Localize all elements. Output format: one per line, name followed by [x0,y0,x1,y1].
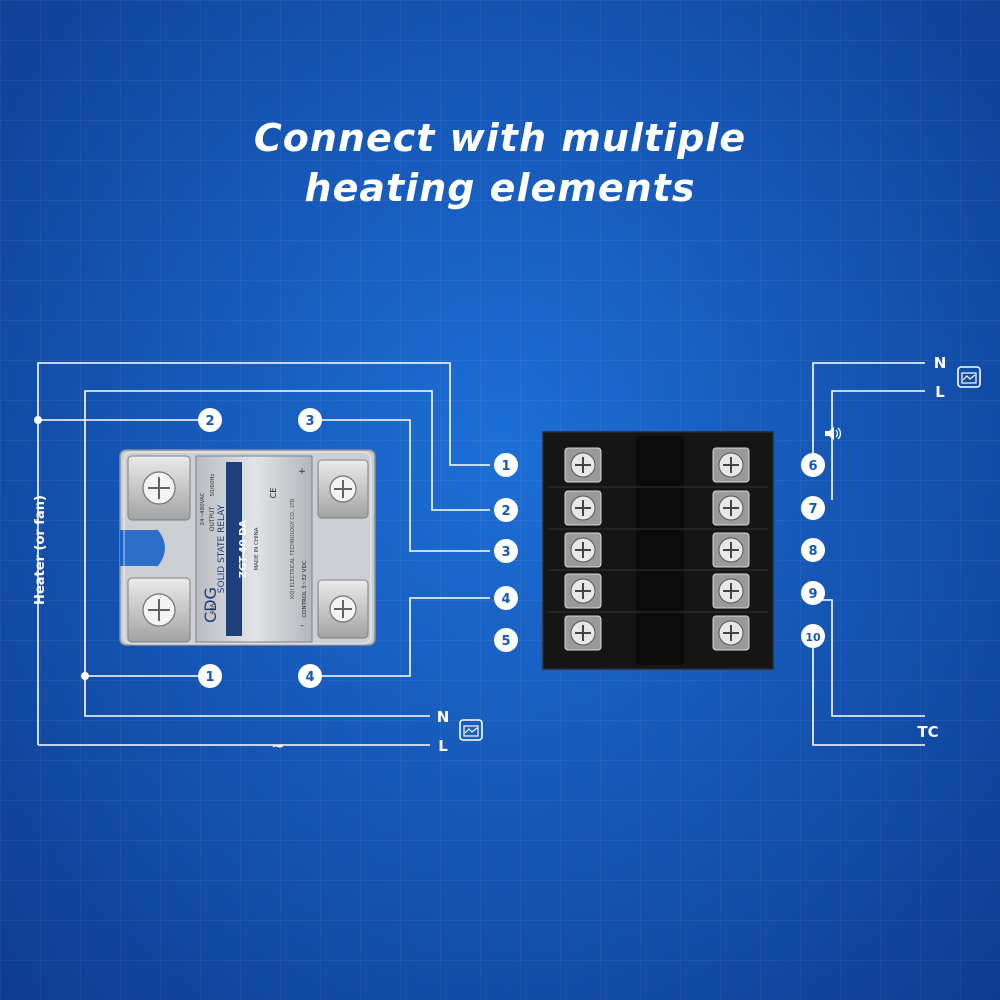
controller-screw-right [712,573,750,609]
wire-ssr4-to-ctrl-4 [310,597,490,677]
controller-pin-badge-8: 8 [801,538,825,562]
ssr-screw [329,595,357,623]
controller-screw-right [712,447,750,483]
ssr-control: CONTROL 3~32 VDC [302,560,308,617]
title-line-1: Connect with multiple [253,116,747,160]
wire-ssr3-to-ctrl-3 [310,419,490,552]
wire-heater-to-ctrl-1 [37,362,490,745]
controller-pin-badge-10: 10 [801,624,825,648]
ssr-pin-badge-2: 2 [198,408,222,432]
ssr-model: ZGT-40 DA [238,520,249,578]
ssr-terminal-plus: + [298,467,306,477]
ssr-pin-badge-3: 3 [298,408,322,432]
controller-screw-left [564,615,602,651]
ssr-model-stripe [226,462,242,636]
title-line-2: heating elements [304,166,696,210]
controller-pin-badge-7: 7 [801,496,825,520]
controller-pin-badge-3: 3 [494,539,518,563]
controller-pin-badge-5: 5 [494,628,518,652]
ssr-screw [142,593,176,627]
ssr-ce-mark: CE [269,488,278,499]
speaker-icon [825,427,842,440]
ssr-sub-label: (PRE-CONDITIONED) [229,518,236,579]
svg-text:2: 2 [501,504,510,519]
controller-pin-badge-2: 2 [494,498,518,522]
power-supply-icon [459,719,483,741]
svg-text:8: 8 [808,544,817,559]
controller-screw-right [712,490,750,526]
wire-tc-9 [813,599,925,717]
tilde-label: ~ [271,736,284,755]
controller-screw-left [564,447,602,483]
controller-screw-right [712,615,750,651]
svg-text:3: 3 [501,545,510,560]
power-supply-icon [957,366,981,388]
heater-label: Heater (or fan) [33,495,48,605]
solid-state-relay: SOLID STATE RELAY (PRE-CONDITIONED) ZGT-… [119,449,376,646]
ssr-pin-badge-4: 4 [298,664,322,688]
svg-text:5: 5 [501,634,510,649]
ssr-frequency: 50/60Hz [210,473,216,496]
ssr-maker: XIQI ELECTRICAL TECHNOLOGY CO., LTD [290,498,296,599]
ssr-output-label: OUTPUT [209,506,216,531]
ssr-brand-logo: CDG [201,587,220,623]
l-label-top: L [935,383,945,401]
l-label-bottom: L [438,737,448,755]
wires-left [37,362,490,746]
svg-text:7: 7 [808,502,817,517]
ssr-pin-badge-1: 1 [198,664,222,688]
svg-text:10: 10 [805,631,821,644]
n-label-bottom: N [437,708,450,726]
controller-screw-left [564,573,602,609]
ssr-output-voltage: 24~480VAC [200,492,206,525]
controller-pin-badge-6: 6 [801,453,825,477]
svg-text:1: 1 [501,459,510,474]
controller-pin-badge-1: 1 [494,453,518,477]
controller-pin-badge-9: 9 [801,581,825,605]
ssr-screw [329,475,357,503]
ssr-label-panel [195,455,313,643]
wire-ctrl-2 [84,390,490,676]
controller-screw-right [712,532,750,568]
ssr-mount-notch [120,530,165,566]
svg-text:9: 9 [808,587,817,602]
svg-text:4: 4 [305,670,314,685]
wire-N-top [812,362,925,455]
wire-tc-10 [812,645,925,746]
junction-dot [34,416,42,424]
tc-label: TC [917,723,938,741]
controller-terminal-block [542,431,774,670]
controller-screw-left [564,490,602,526]
ssr-screw [142,471,176,505]
controller-screw-left [564,532,602,568]
junction-dot [81,672,89,680]
ssr-current: 40A [210,603,216,614]
ssr-top-label: SOLID STATE RELAY [217,504,227,593]
controller-pin-badge-4: 4 [494,586,518,610]
ssr-origin: MADE IN CHINA [254,527,260,570]
svg-text:1: 1 [205,670,214,685]
n-label-top: N [934,354,947,372]
wires-right [812,362,925,746]
wire-N-bottom [84,676,430,717]
ssr-terminal-minus: - [300,621,303,631]
svg-text:3: 3 [305,414,314,429]
svg-text:4: 4 [501,592,510,607]
svg-text:6: 6 [808,459,817,474]
svg-text:2: 2 [205,414,214,429]
wire-L-top [831,390,925,500]
